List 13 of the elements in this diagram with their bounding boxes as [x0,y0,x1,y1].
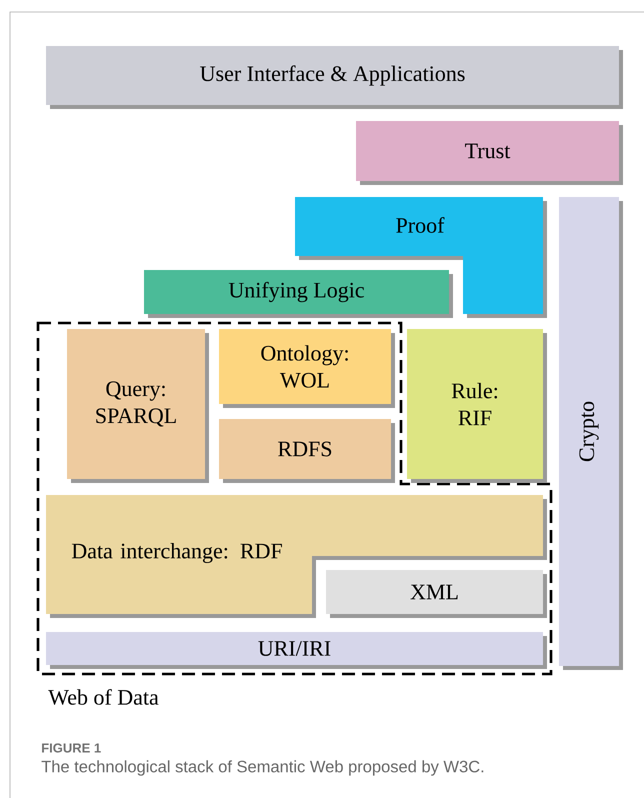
layer-box: URI/IRI [46,632,547,669]
layer-box: Unifying Logic [144,270,453,318]
caption: The technological stack of Semantic Web proposed by W3C. [42,760,484,776]
node-label: Web of Data [48,689,159,705]
layer-box: User Interface & Applications [46,46,623,109]
layer-box: XML [326,570,547,618]
layer-box: Rule: RIF [407,329,547,483]
layer-box: Crypto [559,197,623,670]
layer-box: Query: SPARQL [67,329,209,483]
layer-box: Trust [356,121,623,185]
layer-box: RDFS [219,419,395,483]
figure-label: FIGURE 1 [42,743,101,753]
layer-box: Ontology: WOL [219,329,395,408]
